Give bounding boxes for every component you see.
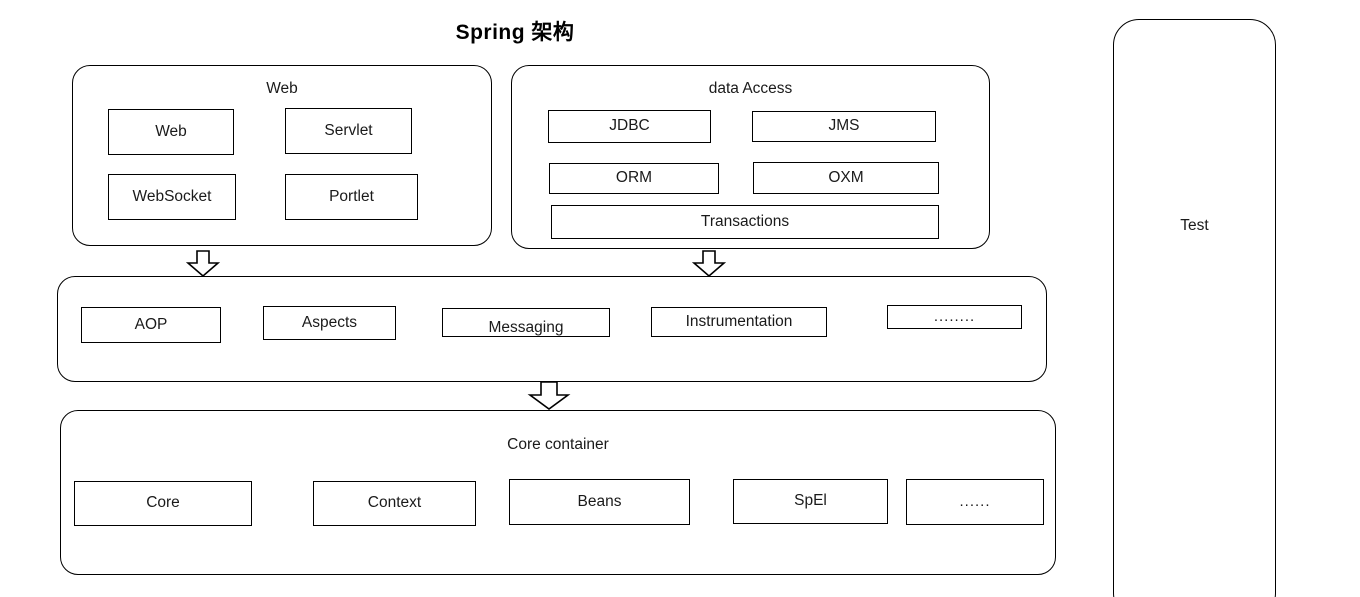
- cell-oxm[interactable]: OXM: [753, 162, 939, 194]
- cell-jdbc[interactable]: JDBC: [548, 110, 711, 143]
- page-title: Spring 架构: [455, 21, 575, 44]
- cell-websocket[interactable]: WebSocket: [108, 174, 236, 220]
- cell-portlet[interactable]: Portlet: [285, 174, 418, 220]
- group-data-access-label: data Access: [708, 80, 793, 97]
- cell-spel[interactable]: SpEl: [733, 479, 888, 524]
- cell-jms[interactable]: JMS: [752, 111, 936, 142]
- cell-beans[interactable]: Beans: [509, 479, 690, 525]
- arrow-web-to-middle: [186, 250, 220, 278]
- panel-test: Test: [1113, 19, 1276, 597]
- arrow-data-access-to-middle: [692, 250, 726, 278]
- cell-core-more[interactable]: ......: [906, 479, 1044, 525]
- cell-orm[interactable]: ORM: [549, 163, 719, 194]
- cell-instrumentation[interactable]: Instrumentation: [651, 307, 827, 337]
- cell-aspects[interactable]: Aspects: [263, 306, 396, 340]
- cell-transactions[interactable]: Transactions: [551, 205, 939, 239]
- group-core-container-label: Core container: [507, 436, 609, 453]
- cell-servlet[interactable]: Servlet: [285, 108, 412, 154]
- cell-web[interactable]: Web: [108, 109, 234, 155]
- cell-context[interactable]: Context: [313, 481, 476, 526]
- panel-test-label: Test: [1180, 217, 1209, 234]
- cell-aop[interactable]: AOP: [81, 307, 221, 343]
- cell-core[interactable]: Core: [74, 481, 252, 526]
- arrow-middle-to-core: [527, 381, 571, 411]
- cell-messaging[interactable]: Messaging: [442, 308, 610, 337]
- group-web-label: Web: [266, 80, 298, 97]
- cell-middle-more[interactable]: ........: [887, 305, 1022, 329]
